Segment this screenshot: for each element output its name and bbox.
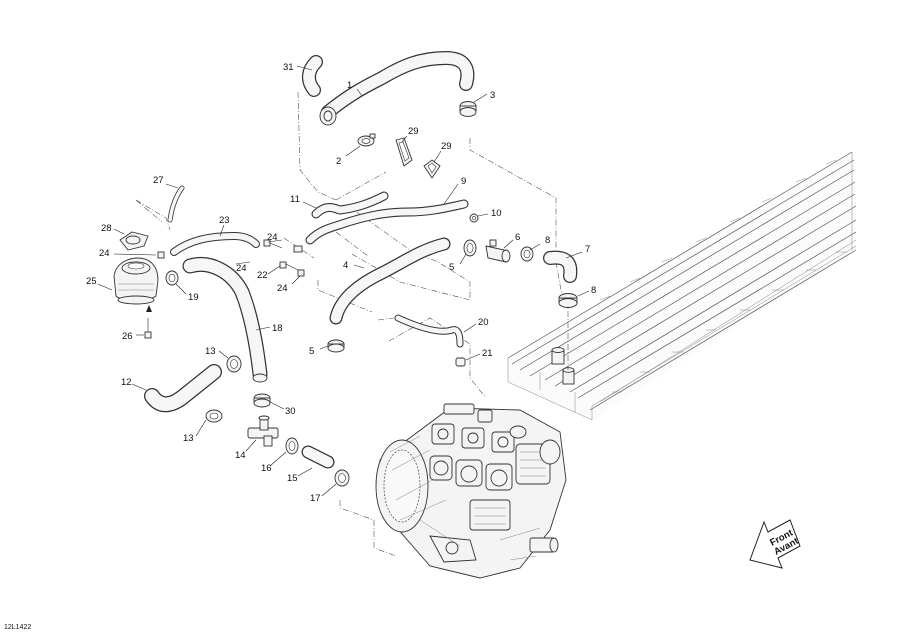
callout-26: 26 — [122, 331, 133, 342]
callout-27: 27 — [153, 175, 164, 186]
callout-30: 30 — [285, 406, 296, 417]
callout-6: 6 — [515, 232, 520, 243]
hose-15 — [301, 445, 335, 469]
tee-fitting-14 — [247, 415, 279, 447]
callout-14: 14 — [235, 450, 246, 461]
callout-20: 20 — [478, 317, 489, 328]
callout-25: 25 — [86, 276, 97, 287]
callout-16: 16 — [261, 463, 272, 474]
hose-1 — [321, 51, 475, 119]
hose-7-elbow — [543, 250, 578, 283]
callout-1: 1 — [347, 80, 352, 91]
clamp-13b — [205, 409, 223, 423]
thermostat-housing-6 — [485, 239, 511, 263]
callout-9: 9 — [461, 176, 466, 187]
callout-17: 17 — [310, 493, 321, 504]
clamp-16 — [285, 437, 299, 455]
clamp-8a — [520, 246, 534, 262]
clamp-13a — [226, 355, 242, 373]
hose-20 — [394, 314, 464, 348]
assembly-lines — [135, 91, 569, 557]
callout-7: 7 — [585, 244, 590, 255]
callout-13b: 13 — [183, 433, 194, 444]
hose-9 — [305, 199, 469, 245]
callout-19: 19 — [188, 292, 199, 303]
hose-11 — [311, 191, 389, 219]
hose-4 — [329, 237, 451, 325]
callout-29a: 29 — [408, 126, 419, 137]
callout-3: 3 — [490, 90, 495, 101]
coolant-tank-25 — [113, 257, 159, 312]
clamp-24-tank — [157, 251, 165, 259]
fitting-10 — [469, 213, 479, 223]
callout-15: 15 — [287, 473, 298, 484]
callout-24b: 24 — [99, 248, 110, 259]
callout-10: 10 — [491, 208, 502, 219]
clamp-5b — [327, 339, 345, 353]
callout-2: 2 — [336, 156, 341, 167]
rail-heat-exchanger — [507, 151, 857, 421]
leader-lines — [97, 65, 590, 497]
callout-18: 18 — [272, 323, 283, 334]
callout-22: 22 — [257, 270, 268, 281]
callout-8a: 8 — [545, 235, 550, 246]
callouts: 31 1 3 29 29 2 27 11 9 10 28 23 24 6 8 7… — [86, 62, 596, 504]
callout-31: 31 — [283, 62, 294, 73]
clamp-17 — [334, 469, 350, 487]
screw-26 — [144, 318, 152, 339]
callout-24d: 24 — [277, 283, 288, 294]
callout-5a: 5 — [449, 262, 454, 273]
clamp-21 — [455, 357, 466, 367]
callout-24c: 24 — [236, 263, 247, 274]
clamp-8b — [558, 293, 578, 308]
clamp-3 — [459, 101, 477, 117]
hose-12 — [144, 364, 222, 413]
hose-18 — [182, 257, 268, 383]
callout-12: 12 — [121, 377, 132, 388]
callout-11: 11 — [290, 194, 300, 205]
gasket-29a — [395, 137, 413, 167]
hose-31 — [302, 55, 337, 126]
clamp-2 — [357, 133, 376, 147]
callout-21: 21 — [482, 348, 493, 359]
clamp-30 — [253, 393, 271, 408]
callout-23: 23 — [219, 215, 230, 226]
clamp-5a — [463, 239, 477, 257]
document-code: 12L1422 — [4, 624, 32, 631]
engine-block — [375, 403, 567, 579]
callout-4: 4 — [343, 260, 348, 271]
callout-28: 28 — [101, 223, 112, 234]
callout-5b: 5 — [309, 346, 314, 357]
callout-13a: 13 — [205, 346, 216, 357]
callout-24a: 24 — [267, 232, 278, 243]
bleeder-22-24 — [263, 239, 305, 277]
hose-23 — [170, 232, 260, 256]
front-arrow: Front Avant — [749, 519, 801, 569]
clamp-19 — [165, 270, 179, 286]
callout-8b: 8 — [591, 285, 596, 296]
gasket-29b — [423, 159, 441, 179]
cap-28 — [119, 231, 149, 251]
callout-29b: 29 — [441, 141, 452, 152]
hose-27 — [167, 185, 185, 223]
